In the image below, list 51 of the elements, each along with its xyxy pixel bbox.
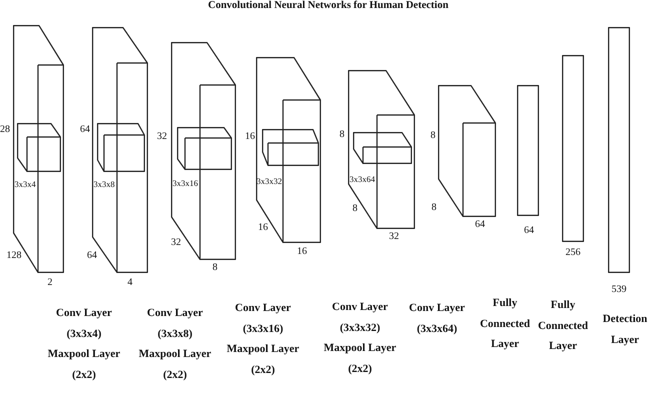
dimension-label: 256 — [566, 248, 580, 258]
dimension-label: 4 — [128, 278, 132, 288]
diagram-title: Convolutional Neural Networks for Human Detection — [208, 1, 448, 12]
kernel-size-label: 3x3x64 — [350, 174, 375, 183]
dimension-label: 8 — [352, 204, 358, 214]
dimension-label: 64 — [475, 220, 485, 230]
kernel-cuboid — [17, 123, 61, 172]
layer-caption: Maxpool Layer (2x2) — [138, 347, 212, 382]
vector-bar — [608, 27, 630, 273]
layer-caption: Conv Layer (3x3x4) — [56, 306, 112, 342]
layer-caption: Maxpool Layer (2x2) — [323, 341, 397, 376]
kernel-cuboid — [262, 129, 319, 166]
dimension-label: 8 — [432, 203, 436, 213]
layer-caption: Fully Connected Layer — [537, 298, 589, 354]
dimension-label: 8 — [212, 263, 218, 273]
dimension-label: 128 — [6, 251, 22, 261]
kernel-cuboid — [353, 132, 412, 164]
kernel-size-label: 3x3x32 — [256, 176, 282, 185]
kernel-cuboid — [97, 123, 145, 172]
feature-map-cuboid — [171, 42, 236, 260]
dimension-label: 32 — [157, 132, 167, 142]
layer-caption: Conv Layer (3x3x32) — [332, 300, 388, 336]
dimension-label: 2 — [48, 278, 52, 288]
feature-map-cuboid — [438, 85, 496, 217]
dimension-label: 64 — [524, 226, 534, 236]
dimension-label: 64 — [80, 125, 90, 135]
dimension-label: 16 — [258, 223, 268, 233]
dimension-label: 16 — [245, 132, 255, 142]
dimension-label: 8 — [430, 131, 436, 141]
layer-caption: Fully Connected Layer — [479, 296, 531, 352]
dimension-label: 28 — [0, 125, 10, 135]
dimension-label: 539 — [612, 285, 626, 295]
layer-caption: Conv Layer (3x3x64) — [408, 301, 466, 336]
vector-bar — [517, 85, 539, 216]
layer-caption: Detection Layer — [602, 312, 648, 348]
feature-map-cuboid — [256, 57, 321, 243]
dimension-label: 8 — [340, 130, 344, 140]
layer-caption: Maxpool Layer (2x2) — [226, 342, 300, 378]
layer-caption: Conv Layer (3x3x8) — [146, 306, 204, 342]
layer-caption: Conv Layer (3x3x16) — [234, 301, 292, 336]
dimension-label: 32 — [389, 232, 399, 242]
layer-caption: Maxpool Layer (2x2) — [47, 347, 121, 382]
dimension-label: 64 — [87, 251, 97, 261]
dimension-label: 16 — [297, 247, 307, 257]
vector-bar — [562, 55, 584, 242]
kernel-size-label: 3x3x8 — [94, 180, 115, 188]
dimension-label: 32 — [171, 238, 181, 248]
kernel-size-label: 3x3x16 — [172, 178, 198, 187]
kernel-size-label: 3x3x4 — [14, 180, 36, 188]
feature-map-cuboid — [348, 70, 415, 229]
kernel-cuboid — [177, 127, 232, 170]
